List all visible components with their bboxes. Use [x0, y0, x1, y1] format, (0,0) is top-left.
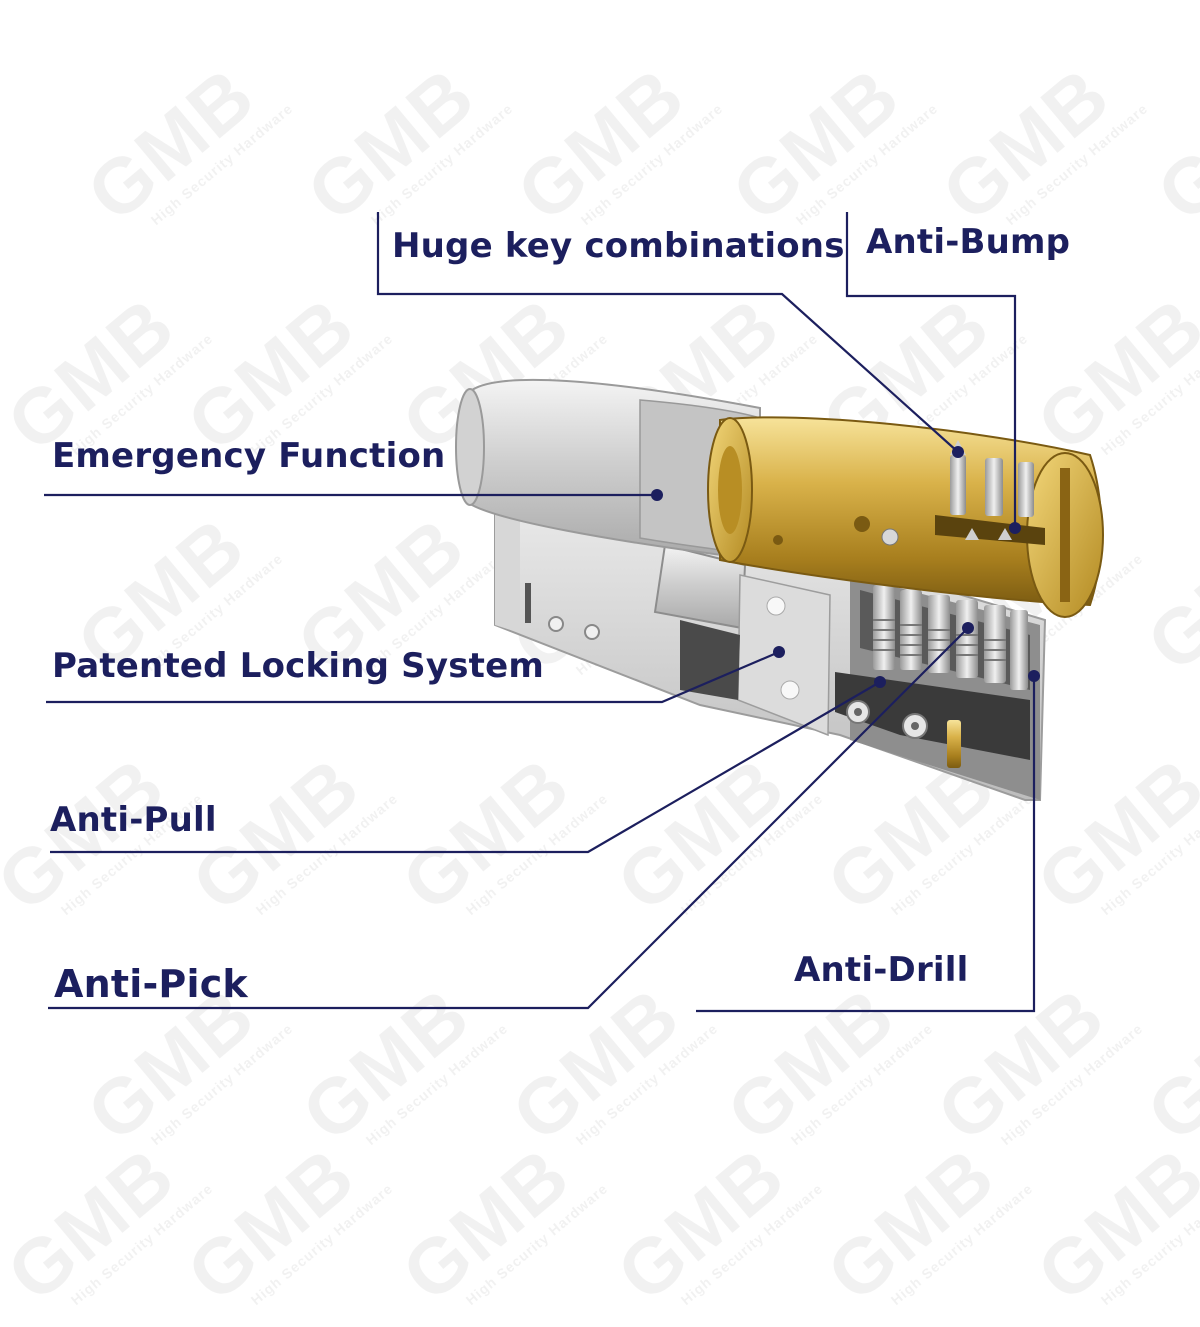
label-anti-drill: Anti-Drill: [794, 950, 969, 990]
lock-illustration: [455, 378, 1104, 801]
label-anti-pull: Anti-Pull: [50, 800, 217, 840]
pin-stack: [873, 585, 1028, 690]
label-anti-pick: Anti-Pick: [54, 962, 248, 1006]
label-huge-key-combinations: Huge key combinations: [392, 226, 845, 266]
label-anti-bump: Anti-Bump: [866, 222, 1071, 262]
leader-dots: [651, 446, 1040, 688]
label-emergency-function: Emergency Function: [52, 436, 446, 476]
leader-patented: [46, 650, 780, 704]
plug-pins: [950, 440, 1034, 540]
label-patented-locking-system: Patented Locking System: [52, 646, 545, 686]
leader-huge-key: [376, 212, 959, 453]
leader-anti-pick: [48, 627, 969, 1010]
leader-anti-pull: [50, 681, 881, 854]
diagram-canvas: [44, 212, 1104, 1013]
leader-anti-drill: [696, 676, 1036, 1013]
leader-anti-bump: [845, 212, 1017, 528]
leader-lines: [44, 212, 1036, 1013]
